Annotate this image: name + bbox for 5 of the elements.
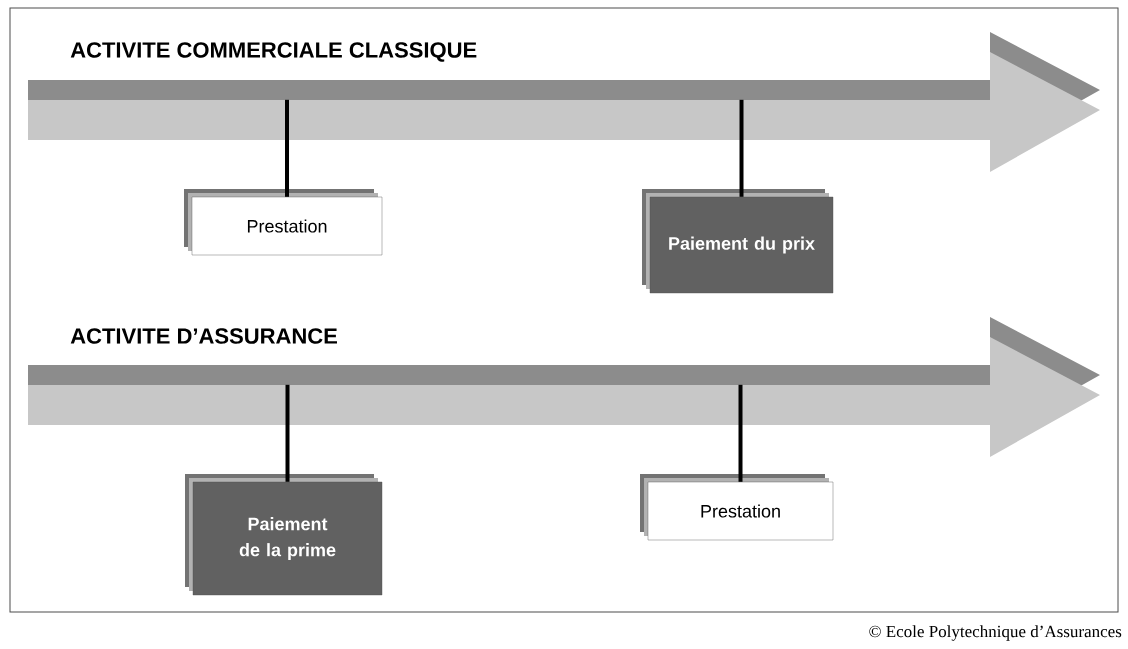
copyright-note: © Ecole Polytechnique d’Assurances xyxy=(869,625,1122,641)
text-box: Paiement du prix xyxy=(642,189,834,294)
text-box: Prestation xyxy=(184,189,383,256)
text-box: Prestation xyxy=(640,474,834,541)
text-box: Paiement de la prime xyxy=(185,474,383,596)
